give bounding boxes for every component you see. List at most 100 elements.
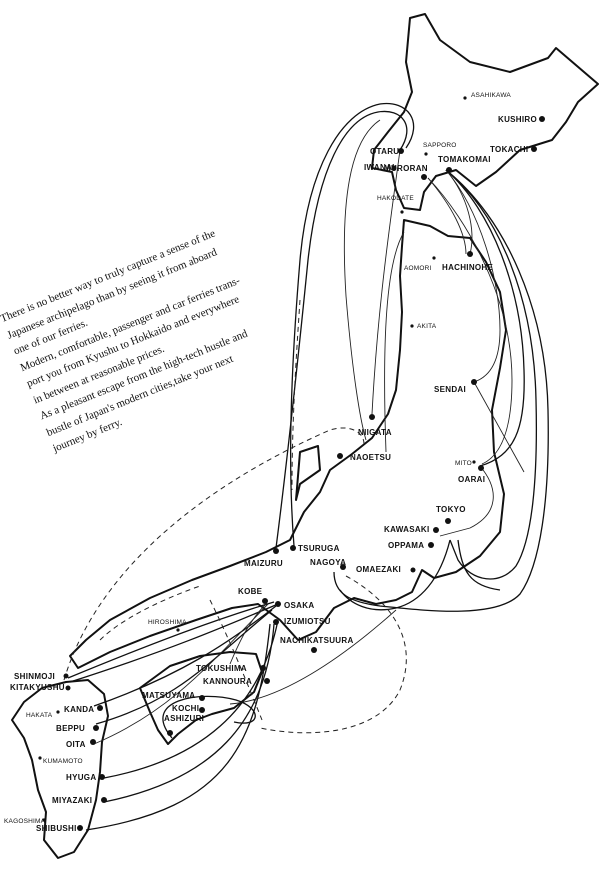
port-tokyo-dot [445, 518, 451, 524]
port-ashizuri[interactable]: ASHIZURI [164, 714, 204, 736]
port-muroran-label: MURORAN [384, 164, 428, 173]
city-hakata: HAKATA [26, 710, 60, 719]
port-shibushi[interactable]: SHIBUSHI [36, 824, 83, 833]
port-kobe[interactable]: KOBE [238, 587, 268, 604]
port-kushiro-label: KUSHIRO [498, 115, 537, 124]
port-nagoya[interactable]: NAGOYA [310, 558, 346, 570]
route-tomakomai-hachinohe [445, 169, 473, 255]
port-tomakomai[interactable]: TOMAKOMAI [438, 155, 491, 173]
route-oarai-kawasaki [439, 465, 494, 537]
city-hakodate-dot [400, 210, 404, 214]
city-hakodate-label: HAKODATE [377, 195, 414, 202]
port-shibushi-label: SHIBUSHI [36, 824, 77, 833]
port-maizuru[interactable]: MAIZURU [244, 548, 283, 568]
port-hyuga[interactable]: HYUGA [66, 773, 105, 782]
city-akita: AKITA [410, 323, 437, 330]
port-kannoura[interactable]: KANNOURA [203, 677, 270, 686]
port-oita-dot [90, 739, 96, 745]
port-naoetsu[interactable]: NAOETSU [337, 453, 391, 462]
city-aomori-label: AOMORI [404, 265, 432, 272]
port-hyuga-dot [99, 774, 105, 780]
port-kushiro[interactable]: KUSHIRO [498, 115, 545, 124]
port-oppama[interactable]: OPPAMA [388, 541, 434, 550]
port-niigata[interactable]: NIIGATA [358, 414, 392, 437]
port-oppama-label: OPPAMA [388, 541, 424, 550]
route-muroran-hachinohe [427, 177, 467, 255]
port-omaezaki[interactable]: OMAEZAKI [356, 565, 416, 574]
port-beppu[interactable]: BEPPU [56, 724, 99, 733]
port-osaka[interactable]: OSAKA [275, 601, 314, 610]
city-mito: MITO [455, 460, 476, 467]
port-muroran[interactable]: MURORAN [384, 164, 428, 180]
port-tokushima-label: TOKUSHIMA [196, 664, 247, 673]
port-hachinohe-dot [467, 251, 473, 257]
route-osaka-hyuga [103, 619, 279, 779]
port-kitakyushu-label: KITAKYUSHU [10, 683, 65, 692]
port-miyazaki[interactable]: MIYAZAKI [52, 796, 107, 805]
port-niigata-label: NIIGATA [358, 428, 392, 437]
city-sapporo-label: SAPPORO [423, 142, 457, 149]
port-shinmoji-dot [63, 673, 69, 679]
port-kochi-label: KOCHI [172, 704, 199, 713]
port-oita[interactable]: OITA [66, 739, 96, 749]
port-kanda[interactable]: KANDA [64, 705, 103, 714]
route-otaru-tsuruga [289, 102, 415, 547]
port-matsuyama-label: MATSUYAMA [142, 691, 195, 700]
port-kitakyushu[interactable]: KITAKYUSHU [10, 683, 71, 692]
honshu-coast [69, 219, 507, 669]
port-nachikatsuura[interactable]: NACHIKATSUURA [280, 636, 354, 653]
port-muroran-dot [421, 174, 427, 180]
port-osaka-dot [275, 601, 281, 607]
port-matsuyama[interactable]: MATSUYAMA [142, 691, 205, 701]
route-tokyo-shikoku [339, 539, 451, 611]
city-asahikawa-label: ASAHIKAWA [471, 92, 511, 99]
port-shinmoji-label: SHINMOJI [14, 672, 55, 681]
port-sendai-dot [471, 379, 477, 385]
port-tokachi[interactable]: TOKACHI [490, 145, 537, 154]
port-otaru-dot [398, 148, 404, 154]
port-kobe-dot [262, 598, 268, 604]
port-otaru-label: OTARU [370, 147, 399, 156]
port-tokushima[interactable]: TOKUSHIMA [196, 664, 266, 673]
city-hiroshima-dot [176, 628, 180, 632]
port-kawasaki-label: KAWASAKI [384, 525, 430, 534]
port-kochi[interactable]: KOCHI [172, 704, 205, 713]
port-shinmoji[interactable]: SHINMOJI [14, 672, 69, 681]
port-tokachi-dot [531, 146, 537, 152]
coastlines [11, 13, 599, 859]
port-hachinohe-label: HACHINOHE [442, 263, 494, 272]
port-tsuruga[interactable]: TSURUGA [290, 544, 340, 553]
port-tomakomai-dot [446, 167, 452, 173]
port-hachinohe[interactable]: HACHINOHE [442, 251, 494, 272]
route-tomakomai-tokyo [445, 169, 538, 580]
city-sapporo-dot [424, 152, 428, 156]
port-sendai[interactable]: SENDAI [434, 379, 477, 394]
city-kumamoto-dot [38, 756, 42, 760]
city-akita-label: AKITA [417, 323, 437, 330]
port-iwanai[interactable]: IWANAI [364, 163, 397, 172]
port-kushiro-dot [539, 116, 545, 122]
route-tomakomai-oarai [445, 169, 525, 467]
route-otaru-western-loop [343, 119, 381, 441]
port-kawasaki[interactable]: KAWASAKI [384, 525, 439, 534]
port-tokyo[interactable]: TOKYO [436, 505, 466, 524]
city-mito-label: MITO [455, 460, 472, 467]
port-iwanai-dot [391, 165, 397, 171]
port-tsuruga-label: TSURUGA [298, 544, 340, 553]
route-otaru-niigata [371, 149, 401, 415]
port-osaka-label: OSAKA [284, 601, 314, 610]
route-tomakomai-sendai [445, 169, 501, 383]
port-tsuruga-dot [290, 545, 296, 551]
port-izumiotsu[interactable]: IZUMIOTSU [273, 617, 331, 626]
port-nachikatsuura-dot [311, 647, 317, 653]
port-izumiotsu-label: IZUMIOTSU [284, 617, 331, 626]
city-aomori: AOMORI [404, 256, 436, 272]
port-nagoya-label: NAGOYA [310, 558, 346, 567]
port-oarai[interactable]: OARAI [458, 465, 485, 484]
route-kitakyushu-japan-sea-dash [63, 427, 365, 681]
port-tomakomai-label: TOMAKOMAI [438, 155, 491, 164]
route-sendai-oarai-link [473, 381, 525, 473]
city-kumamoto: KUMAMOTO [38, 756, 83, 765]
port-otaru[interactable]: OTARU [370, 147, 404, 156]
